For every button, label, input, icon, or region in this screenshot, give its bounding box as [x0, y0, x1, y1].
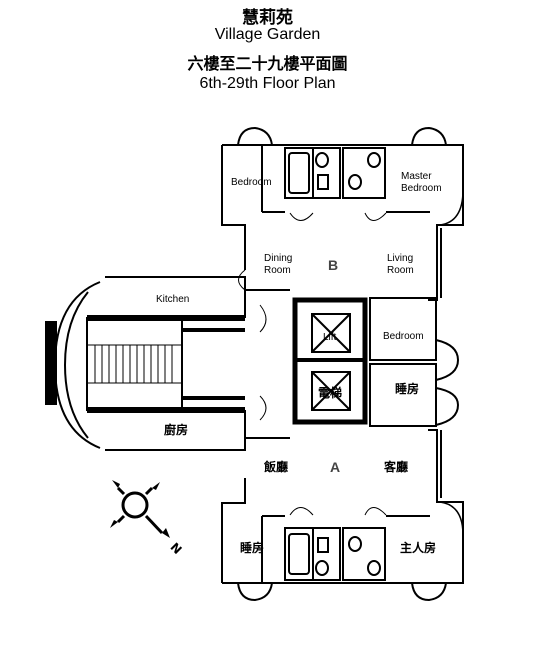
unit-a-dining-label: 飯廳 — [263, 459, 288, 474]
unit-a-small-bedroom-label: 睡房 — [395, 381, 419, 396]
compass — [110, 480, 170, 538]
unit-a-kitchen-label: 廚房 — [164, 422, 188, 437]
estate-name-zh: 慧莉苑 — [242, 8, 293, 27]
unit-b-bedroom-label: Bedroom — [231, 177, 272, 188]
lift-label-zh: 電梯 — [318, 385, 342, 400]
unit-a-bath-right — [342, 527, 386, 581]
unit-a-small-bedroom — [369, 363, 437, 427]
unit-b-master-label-2: Bedroom — [401, 183, 442, 194]
unit-a-bedroom-label: 睡房 — [240, 540, 264, 555]
floor-range-en: 6th-29th Floor Plan — [199, 75, 336, 92]
unit-b-letter: B — [328, 257, 338, 273]
floor-range-zh: 六樓至二十九樓平面圖 — [187, 56, 348, 73]
unit-b-kitchen-wall — [105, 276, 246, 318]
lift-label: Lift — [323, 332, 337, 343]
stair — [86, 317, 183, 411]
unit-b-dining-label-1: Dining — [264, 253, 292, 264]
unit-a-living-label: 客廳 — [383, 459, 408, 474]
unit-a-letter: A — [330, 459, 340, 475]
unit-b-dining-label-2: Room — [264, 265, 291, 276]
unit-b-living-label-2: Room — [387, 265, 414, 276]
unit-a-master-label: 主人房 — [400, 540, 436, 555]
unit-b-master-label-1: Master — [401, 171, 432, 182]
unit-a-outer-wall — [222, 429, 464, 584]
unit-b-living-label-1: Living — [387, 253, 413, 264]
unit-a-kitchen-wall — [105, 410, 246, 451]
estate-name-en: Village Garden — [214, 26, 321, 43]
unit-b-small-bedroom — [369, 297, 437, 361]
unit-b-small-bedroom-label: Bedroom — [383, 331, 424, 342]
compass-north-label: N — [168, 540, 185, 557]
unit-b-kitchen-label: Kitchen — [156, 294, 189, 305]
